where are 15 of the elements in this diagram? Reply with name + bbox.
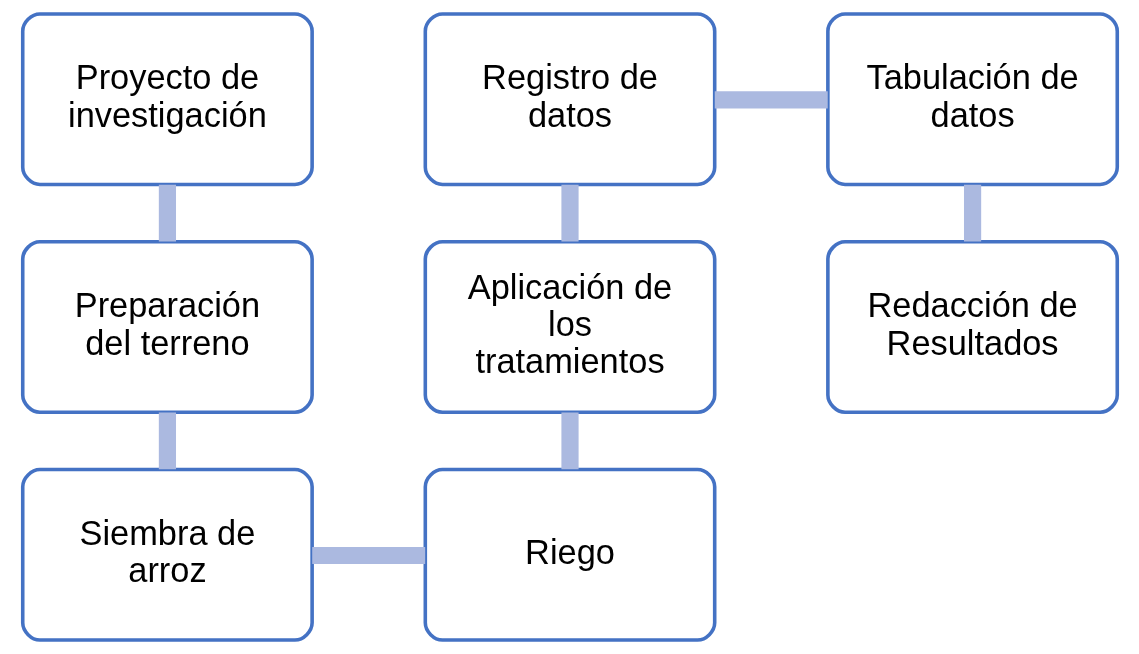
node-box: Preparación del terreno: [20, 239, 314, 415]
node-box: Tabulación de datos: [825, 12, 1119, 187]
node-box: Redacción de Resultados: [825, 239, 1119, 415]
node-box: Siembra de arroz: [20, 467, 314, 642]
node-box: Riego: [423, 467, 716, 642]
connector: [560, 184, 579, 242]
connector: [714, 91, 828, 109]
node-box: Aplicación de los tratamientos: [423, 239, 716, 415]
connector: [158, 412, 176, 470]
node-box: Proyecto de investigación: [20, 12, 314, 187]
node-box: Registro de datos: [423, 12, 716, 187]
connector: [158, 184, 176, 242]
connector: [963, 184, 981, 242]
connector: [560, 412, 579, 470]
connector: [311, 546, 425, 565]
